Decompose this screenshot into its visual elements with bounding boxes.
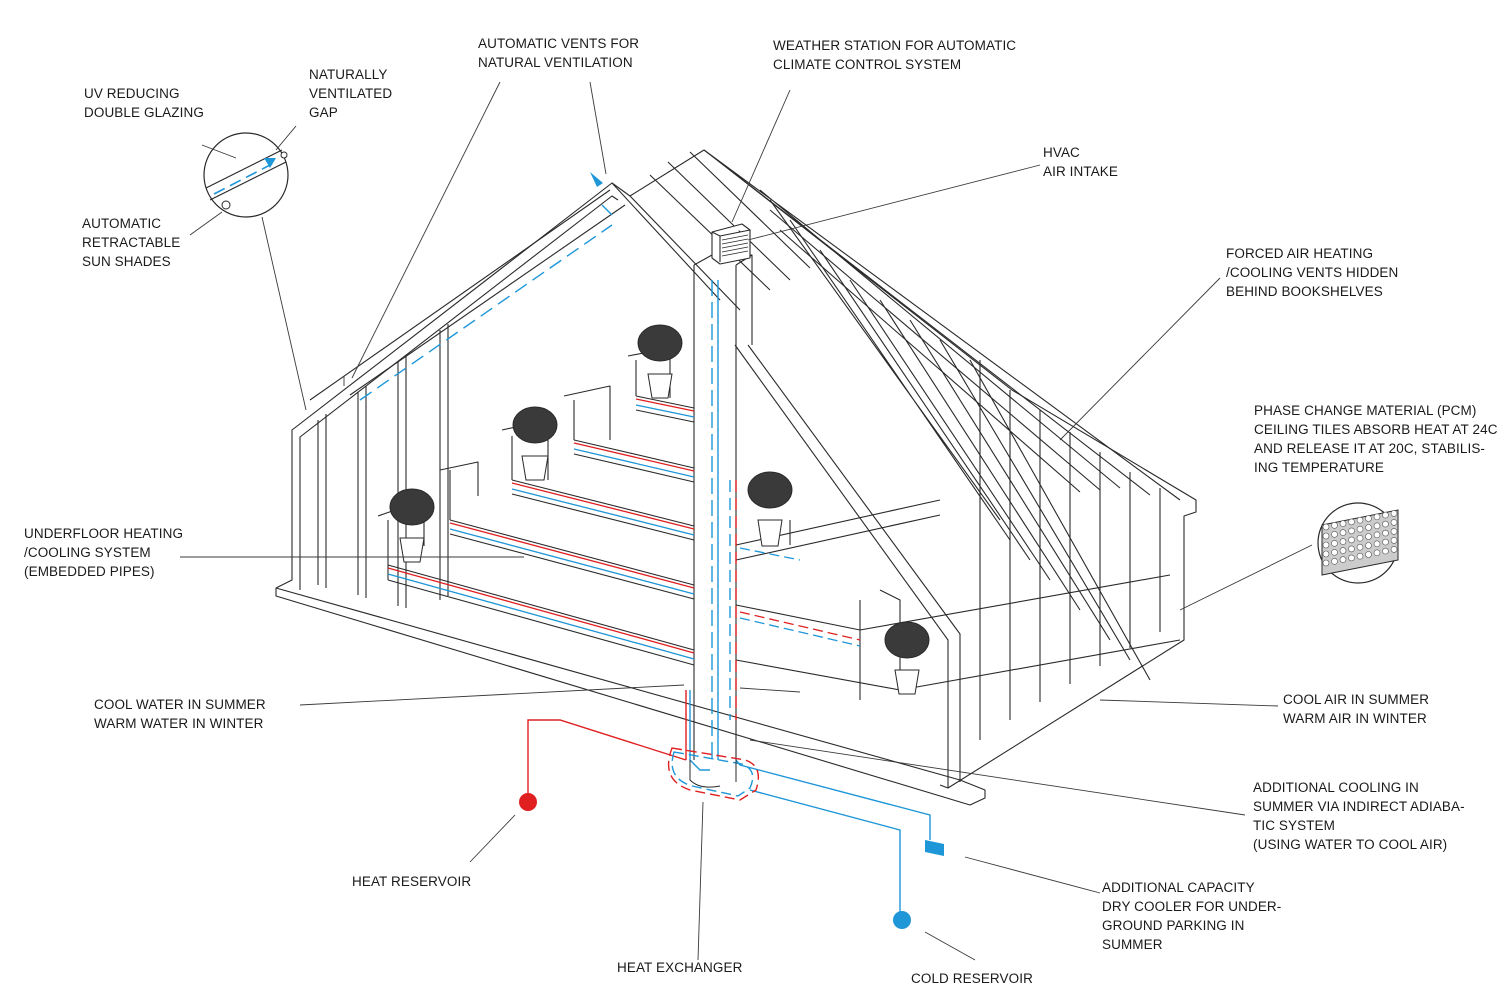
- weather-station-box: [711, 223, 751, 265]
- pcm-capsule: [1382, 511, 1389, 519]
- roof-glazing: [309, 189, 626, 401]
- pcm-capsule: [1365, 542, 1372, 549]
- label-heat-exchanger: HEAT EXCHANGER: [617, 960, 743, 975]
- plant-3: [637, 324, 683, 399]
- pcm-capsule: [1331, 521, 1338, 529]
- tier-4: [627, 347, 695, 423]
- pcm-capsule: [1348, 518, 1355, 526]
- pcm-capsule: [1382, 520, 1389, 528]
- label-pcm: PHASE CHANGE MATERIAL (PCM)CEILING TILES…: [1254, 403, 1498, 475]
- right-tier: [735, 499, 1181, 700]
- front-gable-inner: [299, 195, 619, 590]
- pcm-capsule: [1390, 510, 1398, 517]
- pcm-capsule: [1356, 543, 1364, 551]
- label-heat-reservoir: HEAT RESERVOIR: [352, 874, 472, 889]
- pcm-capsule: [1348, 536, 1355, 544]
- pcm-capsule: [1348, 554, 1355, 562]
- tier-2: [449, 419, 695, 541]
- pcm-capsule: [1331, 539, 1338, 547]
- pcm-capsule: [1373, 513, 1381, 521]
- weather-station-louvers: [721, 234, 749, 257]
- pcm-capsule: [1339, 520, 1347, 527]
- pcm-capsule: [1348, 527, 1355, 535]
- pcm-capsule: [1390, 519, 1398, 526]
- pcm-capsule: [1373, 531, 1381, 539]
- pcm-capsule: [1365, 524, 1372, 531]
- diagonal-braces: [769, 199, 1151, 681]
- pcm-capsule: [1339, 547, 1347, 554]
- pcm-capsule: [1339, 556, 1347, 563]
- potted-plants: [389, 324, 930, 695]
- pcm-capsule: [1373, 549, 1381, 557]
- plant-1: [389, 488, 435, 563]
- underfloor-pipes: [387, 398, 861, 660]
- front-gable-frame: [275, 149, 1197, 789]
- inner-rafter: [734, 344, 961, 788]
- vent-arrow-icon: [590, 172, 603, 187]
- pcm-capsule: [1390, 546, 1398, 553]
- pcm-capsule: [1373, 540, 1381, 548]
- pcm-capsule: [1382, 529, 1389, 537]
- pcm-capsule: [1356, 525, 1364, 533]
- right-rafters: [703, 149, 1181, 501]
- pcm-detail-circle: [1317, 502, 1399, 584]
- underground-pipes: [527, 719, 931, 915]
- pcm-capsule: [1356, 516, 1364, 524]
- pcm-capsule: [1331, 557, 1338, 565]
- base-slab: [275, 588, 986, 806]
- pcm-capsule: [1390, 537, 1398, 544]
- pcm-capsule: [1390, 528, 1398, 535]
- building-structure: [275, 149, 1197, 806]
- pcm-capsule: [1322, 532, 1330, 540]
- glazing-detail-circle: [203, 132, 289, 218]
- pcm-capsule: [1339, 529, 1347, 536]
- pcm-capsule: [1322, 559, 1330, 567]
- plant-4: [747, 471, 793, 547]
- front-studs: [317, 324, 449, 608]
- back-ridge: [611, 151, 811, 311]
- leader-lines: [180, 81, 1313, 961]
- pcm-capsule: [1331, 548, 1338, 556]
- pcm-capsule: [1365, 515, 1372, 522]
- pcm-capsule: [1339, 538, 1347, 545]
- pcm-capsule: [1348, 545, 1355, 553]
- pcm-capsule: [1322, 541, 1330, 549]
- dry-cooler-icon: [925, 840, 944, 856]
- tier-3: [563, 385, 695, 483]
- pcm-capsule: [1373, 522, 1381, 530]
- pcm-capsule: [1382, 547, 1389, 555]
- pcm-capsule: [1365, 533, 1372, 540]
- label-cold-reservoir: COLD RESERVOIR: [911, 971, 1033, 986]
- air-ducts: [685, 280, 737, 760]
- pcm-capsule: [1322, 550, 1330, 558]
- base-slab-top: [275, 587, 961, 781]
- label-underfloor: UNDERFLOOR HEATING/COOLING SYSTEM(EMBEDD…: [24, 526, 184, 579]
- pcm-capsule: [1331, 530, 1338, 538]
- chimney-shaft: [693, 254, 753, 760]
- pcm-capsule: [1322, 523, 1330, 531]
- cold-reservoir-icon: [893, 911, 911, 929]
- plant-5: [884, 621, 930, 695]
- pcm-capsule: [1365, 551, 1372, 558]
- plant-2: [512, 406, 558, 481]
- pcm-capsule: [1356, 552, 1364, 560]
- right-studs: [979, 360, 1161, 740]
- pcm-capsule: [1382, 538, 1389, 546]
- heat-reservoir-icon: [519, 793, 537, 811]
- pcm-capsule: [1356, 534, 1364, 542]
